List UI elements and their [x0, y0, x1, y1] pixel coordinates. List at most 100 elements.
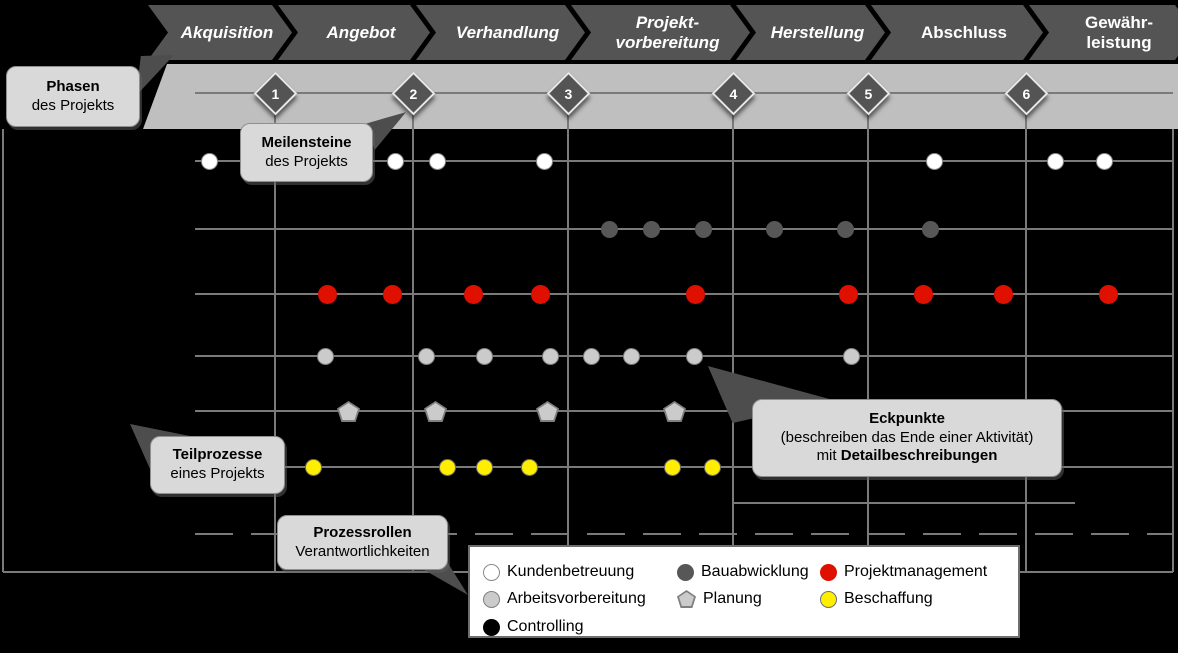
projektmanagement-dot-marker: [463, 284, 483, 304]
grid-vertical-1: [274, 93, 276, 572]
arbeitsvorbereitung-dot-marker: [475, 347, 493, 365]
legend-label: Kundenbetreuung: [507, 563, 635, 580]
kundenbetreuung-dot-marker: [200, 152, 218, 170]
phasen-callout: Phasen des Projekts: [6, 66, 140, 127]
bauabwicklung-dot-marker: [642, 220, 660, 238]
beschaffung-dot-marker: [475, 458, 493, 476]
grid-vertical-3: [567, 93, 569, 572]
legend-label: Bauabwicklung: [701, 563, 809, 580]
grid-row-line-4: [195, 355, 1173, 357]
kundenbetreuung-dot-marker: [925, 152, 943, 170]
beschaffung-dot-marker: [438, 458, 456, 476]
phase-chevron-1: Akquisition: [148, 5, 292, 60]
milestone-number: 2: [409, 85, 418, 102]
bauabwicklung-dot-marker: [694, 220, 712, 238]
legend-label: Projektmanagement: [844, 563, 988, 580]
eckpunkte-callout-line3-bold: Detailbeschreibungen: [840, 447, 998, 465]
prozessrollen-callout-title: Prozessrollen: [313, 523, 412, 541]
projektmanagement-dot-marker: [838, 284, 858, 304]
grid-row-line-8: [195, 533, 1173, 535]
milestone-number: 6: [1022, 85, 1031, 102]
prozessrollen-callout-subtitle: Verantwortlichkeiten: [295, 542, 430, 560]
kundenbetreuung-circle-icon: [483, 563, 500, 581]
kundenbetreuung-dot-marker: [428, 152, 446, 170]
planung-pentagon-marker: [536, 401, 559, 422]
teilprozesse-callout: Teilprozesse eines Projekts: [150, 436, 285, 494]
projektmanagement-dot-marker: [1098, 284, 1118, 304]
arbeitsvorbereitung-dot-marker: [316, 347, 334, 365]
planung-pentagon-marker: [337, 401, 360, 422]
meilensteine-callout: Meilensteine des Projekts: [240, 123, 373, 182]
teilprozesse-callout-title: Teilprozesse: [172, 446, 263, 464]
projektmanagement-dot-marker: [530, 284, 550, 304]
kundenbetreuung-dot-marker: [535, 152, 553, 170]
legend: Kundenbetreuung Arbeitsvorbereitung Cont…: [468, 545, 1020, 638]
phase-chevron-3: Verhandlung: [416, 5, 585, 60]
phase-chevron-2: Angebot: [278, 5, 430, 60]
eckpunkte-callout-line3: mit Detailbeschreibungen: [759, 447, 1055, 466]
beschaffung-dot-marker: [703, 458, 721, 476]
beschaffung-dot-marker: [663, 458, 681, 476]
phase-chevron-5: Herstellung: [736, 5, 885, 60]
grid-vertical-6: [1025, 93, 1027, 572]
eckpunkte-callout-line2: (beschreiben das Ende einer Aktivität): [780, 428, 1034, 446]
legend-label: Controlling: [507, 618, 584, 635]
phase-chevron-6: Abschluss: [871, 5, 1043, 60]
milestone-number: 3: [564, 85, 573, 102]
kundenbetreuung-dot-marker: [1095, 152, 1113, 170]
grid-row-line-6: [195, 466, 1173, 468]
phase-chevron-4: Projekt- vorbereitung: [571, 5, 750, 60]
meilensteine-callout-subtitle: des Projekts: [265, 152, 348, 170]
bauabwicklung-circle-icon: [677, 563, 694, 581]
arbeitsvorbereitung-dot-marker: [417, 347, 435, 365]
milestone-number: 4: [729, 85, 738, 102]
controlling-circle-icon: [483, 618, 500, 636]
milestone-line: [195, 92, 1173, 94]
milestone-number: 5: [864, 85, 873, 102]
legend-item-planung: Planung: [677, 590, 762, 608]
legend-label: Beschaffung: [844, 590, 933, 607]
bauabwicklung-dot-marker: [600, 220, 618, 238]
arbeitsvorbereitung-dot-marker: [541, 347, 559, 365]
projektmanagement-dot-marker: [685, 284, 705, 304]
legend-item-bauabwicklung: Bauabwicklung: [677, 563, 809, 581]
legend-item-kundenbetreuung: Kundenbetreuung: [483, 563, 634, 581]
kundenbetreuung-dot-marker: [1046, 152, 1064, 170]
projektmanagement-dot-marker: [993, 284, 1013, 304]
phasen-callout-title: Phasen: [46, 77, 100, 95]
grid-vertical-4: [732, 93, 734, 572]
legend-item-arbeitsvorbereitung: Arbeitsvorbereitung: [483, 590, 646, 608]
grid-vertical-5: [867, 93, 869, 572]
phase-chevron-7: Gewähr- leistung: [1029, 5, 1178, 60]
arbeitsvorbereitung-dot-marker: [685, 347, 703, 365]
arbeitsvorbereitung-dot-marker: [622, 347, 640, 365]
bauabwicklung-dot-marker: [921, 220, 939, 238]
kundenbetreuung-dot-marker: [386, 152, 404, 170]
legend-label: Planung: [703, 590, 762, 607]
arbeitsvorbereitung-circle-icon: [483, 590, 500, 608]
legend-label: Arbeitsvorbereitung: [507, 590, 646, 607]
eckpunkte-callout-title: Eckpunkte: [869, 409, 945, 427]
milestone-band: [143, 64, 1178, 129]
eckpunkte-callout: Eckpunkte (beschreiben das Ende einer Ak…: [752, 399, 1062, 477]
projektmanagement-dot-marker: [382, 284, 402, 304]
projektmanagement-dot-marker: [913, 284, 933, 304]
grid-row-line-3: [195, 293, 1173, 295]
bauabwicklung-dot-marker: [836, 220, 854, 238]
arbeitsvorbereitung-dot-marker: [842, 347, 860, 365]
projektmanagement-dot-marker: [317, 284, 337, 304]
legend-item-beschaffung: Beschaffung: [820, 590, 933, 608]
planung-pentagon-marker: [663, 401, 686, 422]
planung-pentagon-marker: [424, 401, 447, 422]
arbeitsvorbereitung-dot-marker: [582, 347, 600, 365]
prozessrollen-callout: Prozessrollen Verantwortlichkeiten: [277, 515, 448, 570]
grid-row-line-7: [733, 502, 1075, 504]
grid-left-border: [2, 129, 4, 572]
phasen-callout-subtitle: des Projekts: [31, 96, 115, 114]
grid-row-line-1: [195, 160, 1173, 162]
grid-row-line-2: [195, 228, 1173, 230]
bauabwicklung-dot-marker: [765, 220, 783, 238]
grid-right-border: [1172, 129, 1174, 572]
milestone-number: 1: [271, 85, 280, 102]
